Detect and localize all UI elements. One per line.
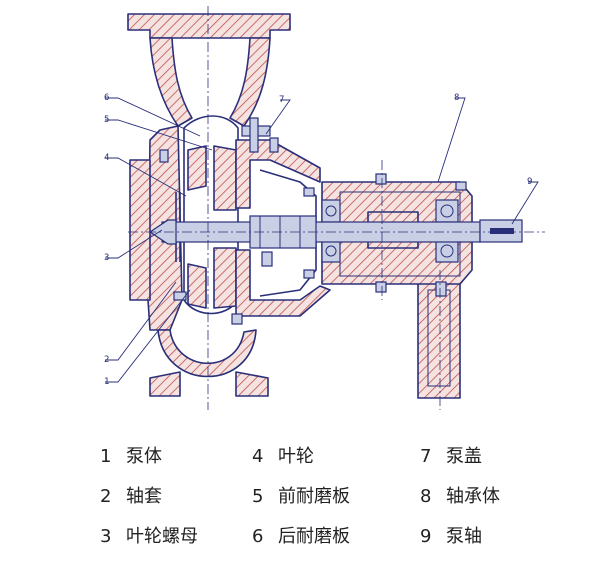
leader-lines — [105, 97, 539, 383]
callout-1: 1 — [104, 377, 109, 387]
legend-label: 轴套 — [126, 486, 162, 507]
legend-item-8: 8 轴承体 — [420, 482, 500, 508]
legend-item-5: 5 前耐磨板 — [252, 482, 350, 508]
legend-item-7: 7 泵盖 — [420, 442, 482, 468]
legend-item-3: 3 叶轮螺母 — [100, 522, 198, 548]
callout-2: 2 — [104, 355, 109, 365]
legend-item-1: 1 泵体 — [100, 442, 162, 468]
legend-num: 2 — [100, 486, 112, 507]
legend-num: 4 — [252, 446, 264, 467]
callout-5: 5 — [104, 115, 109, 125]
callout-6: 6 — [104, 93, 109, 103]
callout-7: 7 — [279, 95, 284, 105]
pump-cross-section-drawing: 6 5 4 3 2 1 7 8 9 — [104, 6, 545, 410]
legend-label: 泵体 — [126, 446, 162, 467]
legend-num: 6 — [252, 526, 264, 547]
legend-num: 5 — [252, 486, 264, 507]
legend-item-9: 9 泵轴 — [420, 522, 482, 548]
legend-item-2: 2 轴套 — [100, 482, 162, 508]
pump-body-casing — [127, 13, 461, 399]
legend-label: 泵盖 — [446, 446, 482, 467]
legend-num: 8 — [420, 486, 432, 507]
legend-item-6: 6 后耐磨板 — [252, 522, 350, 548]
legend-num: 7 — [420, 446, 432, 467]
legend-num: 3 — [100, 526, 112, 547]
callout-8: 8 — [454, 93, 459, 103]
callout-3: 3 — [104, 253, 109, 263]
callout-9: 9 — [527, 177, 532, 187]
callout-numbers: 6 5 4 3 2 1 7 8 9 — [104, 93, 532, 387]
legend-label: 叶轮 — [278, 446, 314, 467]
callout-4: 4 — [104, 153, 109, 163]
legend-label: 前耐磨板 — [278, 486, 350, 507]
center-lines — [128, 6, 545, 410]
legend-item-4: 4 叶轮 — [252, 442, 314, 468]
legend-label: 轴承体 — [446, 486, 500, 507]
fasteners — [159, 117, 315, 325]
legend-num: 1 — [100, 446, 112, 467]
legend-label: 后耐磨板 — [278, 526, 350, 547]
legend-label: 叶轮螺母 — [126, 526, 198, 547]
impeller-assembly — [175, 145, 237, 309]
legend-label: 泵轴 — [446, 526, 482, 547]
legend-num: 9 — [420, 526, 432, 547]
parts-legend: 1 泵体 2 轴套 3 叶轮螺母 4 叶轮 5 前耐磨板 6 后耐磨板 7 泵盖 8 轴承体 9… — [0, 432, 605, 582]
